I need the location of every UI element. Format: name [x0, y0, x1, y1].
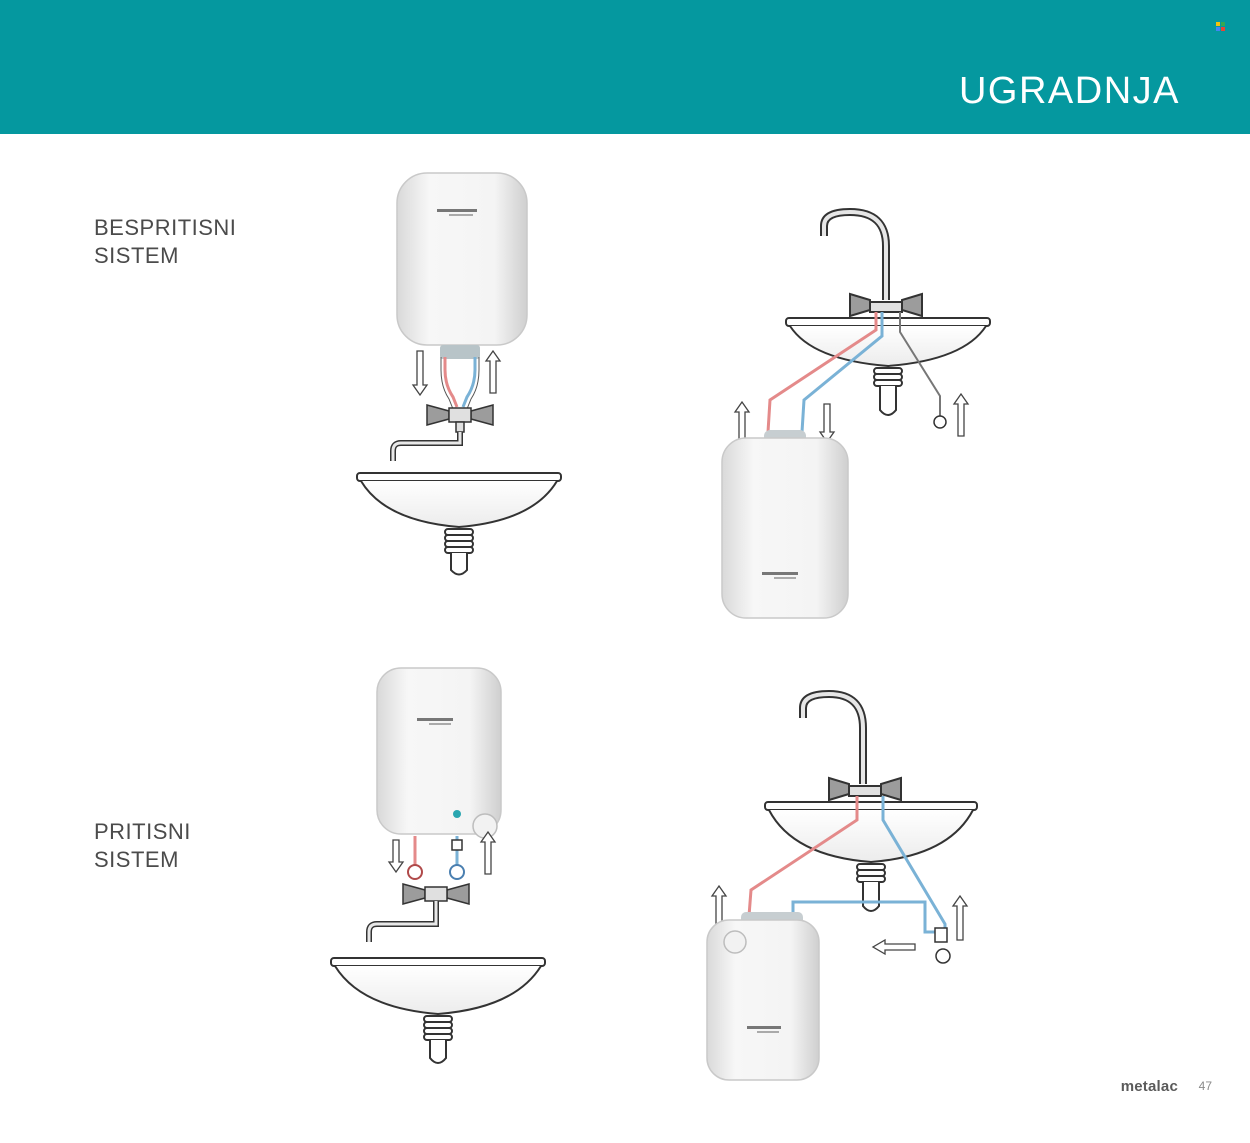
flow-arrow-icon: [710, 884, 969, 956]
section-label-line: BESPRITISNI: [94, 215, 237, 240]
water-heater-icon: [376, 667, 502, 839]
mixer-valve-icon: [366, 883, 470, 942]
flow-arrow-icon: [733, 392, 970, 444]
sink-icon: [330, 957, 546, 1064]
header-bar: UGRADNJA: [0, 0, 1250, 134]
flow-arrow-icon: [411, 349, 502, 397]
sink-icon: [785, 317, 991, 416]
page-title: UGRADNJA: [958, 70, 1180, 112]
brand-logo: metalac: [1120, 1078, 1178, 1095]
non-pressure-under-sink-diagram: [721, 207, 991, 619]
non-pressure-over-sink-diagram: [356, 172, 562, 576]
pressure-over-sink-diagram: [330, 667, 546, 1064]
sink-icon: [356, 472, 562, 576]
section-label-line: PRITISNI: [94, 819, 191, 844]
pressure-under-sink-diagram: [706, 689, 978, 1081]
page-number: 47: [1198, 1079, 1212, 1093]
color-squares-icon: [1216, 22, 1225, 31]
water-heater-icon: [721, 430, 849, 619]
section-label-line: SISTEM: [94, 243, 179, 268]
flow-arrow-icon: [387, 830, 497, 875]
mixer-valve-icon: [390, 404, 494, 461]
water-heater-icon: [396, 172, 528, 359]
water-heater-icon: [706, 912, 820, 1081]
sink-icon: [764, 801, 978, 912]
faucet-icon: [820, 207, 923, 318]
section-label-line: SISTEM: [94, 847, 179, 872]
section-label-pressure: PRITISNI SISTEM: [94, 818, 191, 874]
faucet-icon: [799, 689, 902, 802]
section-label-non-pressure: BESPRITISNI SISTEM: [94, 214, 236, 270]
